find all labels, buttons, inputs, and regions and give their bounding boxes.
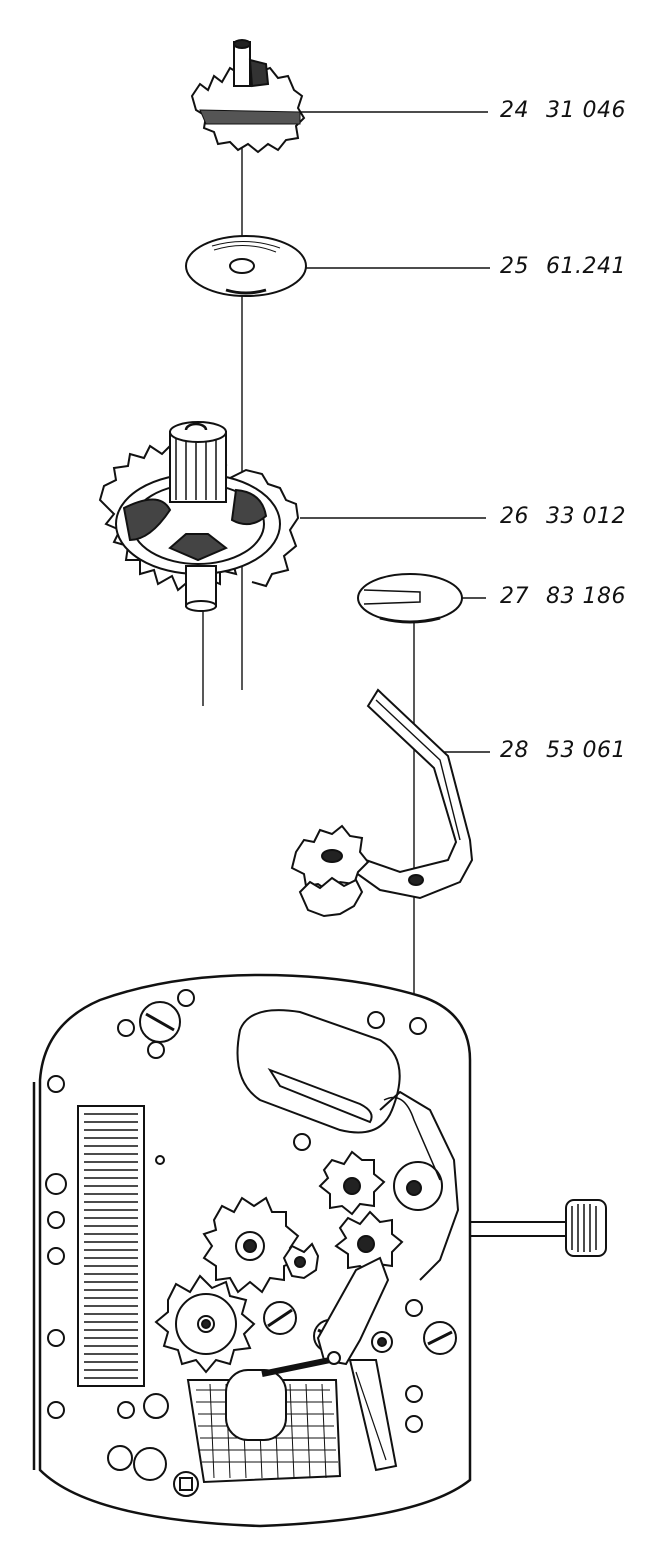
part-24-gear (190, 39, 306, 154)
label-position: 28 (500, 738, 529, 763)
part-25-washer (185, 235, 307, 297)
part-28-lever (290, 688, 474, 918)
part-27-split-washer (357, 573, 463, 624)
escapement-lever (316, 1256, 398, 1472)
label-part-25: 25 61.241 (500, 254, 626, 279)
label-part-number: 61.241 (546, 254, 626, 279)
label-position: 25 (500, 254, 529, 279)
movement-base-plate (32, 973, 607, 1528)
label-position: 24 (500, 98, 529, 123)
plate-holes (45, 989, 427, 1497)
label-part-28: 28 53 061 (500, 738, 626, 763)
leader-lines (300, 111, 490, 753)
label-part-number: 31 046 (546, 98, 626, 123)
label-part-number: 53 061 (546, 738, 626, 763)
label-part-number: 33 012 (546, 504, 626, 529)
label-part-24: 24 31 046 (500, 98, 626, 123)
label-position: 26 (500, 504, 529, 529)
label-part-27: 27 83 186 (500, 584, 626, 609)
label-part-26: 26 33 012 (500, 504, 626, 529)
gear-train (154, 1090, 460, 1374)
coil-block (186, 1351, 342, 1484)
label-part-number: 83 186 (546, 584, 626, 609)
label-position: 27 (500, 584, 529, 609)
part-26-crown-wheel (98, 421, 300, 612)
